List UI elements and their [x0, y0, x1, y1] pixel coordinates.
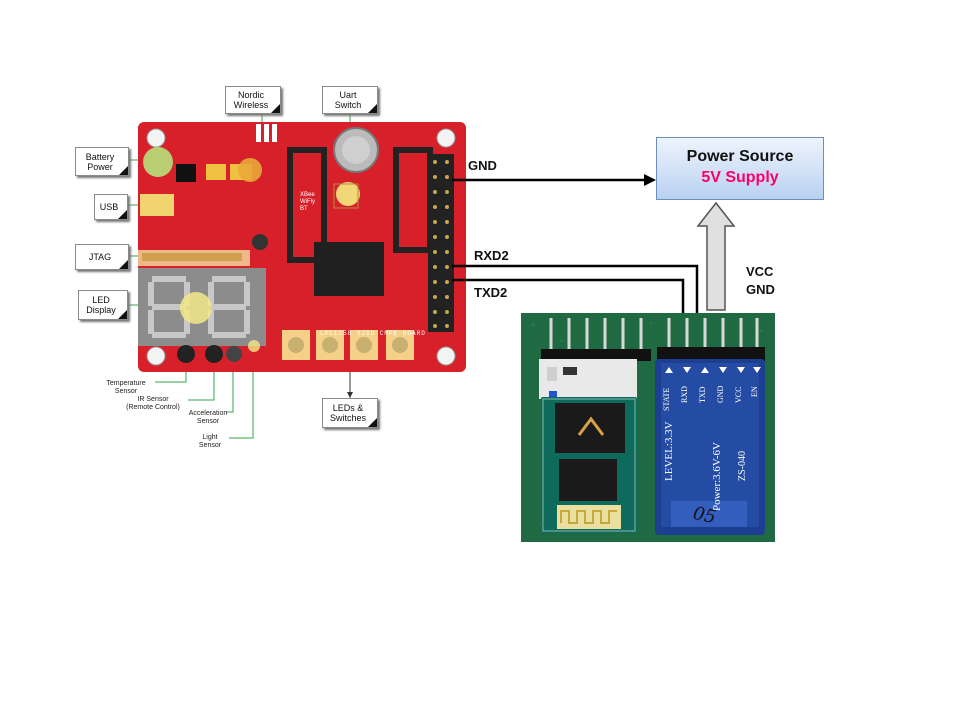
callout-battery-label: Battery Power: [85, 151, 115, 172]
callout-leds-switches: LEDs & Switches: [322, 398, 378, 428]
callout-usb-label: USB: [99, 202, 119, 212]
callout-jtag: JTAG: [75, 244, 129, 270]
callout-uart-label: Uart Switch: [334, 90, 362, 110]
callout-usb: USB: [94, 194, 128, 220]
gnd-arrowhead: [644, 174, 656, 186]
gnd-wire-label: GND: [468, 158, 497, 173]
power-source-subtitle: 5V Supply: [701, 169, 779, 186]
rxd2-wire-label: RXD2: [474, 248, 509, 263]
power-source-title: Power Source: [686, 148, 794, 165]
board-name-label: LPC1758 SJSU CMPE BOARD: [320, 330, 426, 337]
callout-led-display-label: LED Display: [86, 295, 116, 315]
bt-chip-1: [555, 403, 625, 453]
rxd2-wire: [452, 264, 699, 314]
txd2-wire: [452, 278, 685, 314]
bt-pin-txd-label: TXD: [698, 386, 707, 403]
bt-pin-gnd-label: GND: [716, 385, 725, 403]
bluetooth-module-graphic: [521, 313, 775, 542]
bt-level-text: LEVEL:3.3V: [663, 421, 675, 481]
power-source-box: Power Source 5V Supply: [656, 137, 824, 200]
pin-header: [428, 154, 454, 332]
mcu-chip: [314, 242, 384, 296]
bt-chip-2: [559, 459, 617, 501]
callout-jtag-label: JTAG: [88, 252, 112, 262]
xbee-label: XBee WiFly BT: [300, 192, 315, 212]
bt-pin-txd: TXD: [698, 373, 712, 413]
bt-pin-en-label: EN: [750, 386, 759, 397]
power-supply-arrow: [696, 201, 736, 311]
bt-pin-state-label: STATE: [662, 387, 671, 411]
callout-uart-switch: Uart Switch: [322, 86, 378, 114]
bt-pin-vcc-label: VCC: [734, 386, 743, 403]
bluetooth-module-photo: STATE RXD TXD GND VCC EN LEVEL:3.3V Powe…: [521, 313, 775, 542]
sjsu-dev-board: LPC1758 SJSU CMPE BOARD XBee WiFly BT: [138, 122, 466, 372]
bt-pin-vcc: VCC: [734, 373, 748, 413]
bt-pin-rxd: RXD: [680, 373, 694, 413]
callout-nordic-wireless: Nordic Wireless: [225, 86, 281, 114]
bt-handwritten-mark: 05: [691, 502, 718, 529]
bt-power-text: Power:3.6V-6V: [711, 442, 723, 511]
callout-battery-power: Battery Power: [75, 147, 129, 176]
txd2-wire-label: TXD2: [474, 285, 508, 300]
bt-pin-gnd: GND: [716, 373, 730, 413]
light-sensor-label: Light Sensor: [198, 434, 222, 449]
bt-pin-state: STATE: [662, 373, 676, 413]
callout-nordic-label: Nordic Wireless: [233, 90, 269, 110]
callout-led-display: LED Display: [78, 290, 128, 320]
callout-leds-switches-label: LEDs & Switches: [329, 403, 366, 423]
temperature-sensor-label: Temperature Sensor: [106, 380, 146, 395]
bt-model-text: ZS-040: [737, 451, 748, 481]
ir-sensor-label: IR Sensor (Remote Control): [126, 396, 180, 411]
bt-pin-rxd-label: RXD: [680, 386, 689, 403]
bt-pin-en: EN: [750, 373, 764, 413]
acceleration-sensor-label: Acceleration Sensor: [188, 410, 228, 425]
vcc-gnd-label: VCC GND: [746, 264, 775, 297]
board-graphic: [138, 122, 466, 372]
